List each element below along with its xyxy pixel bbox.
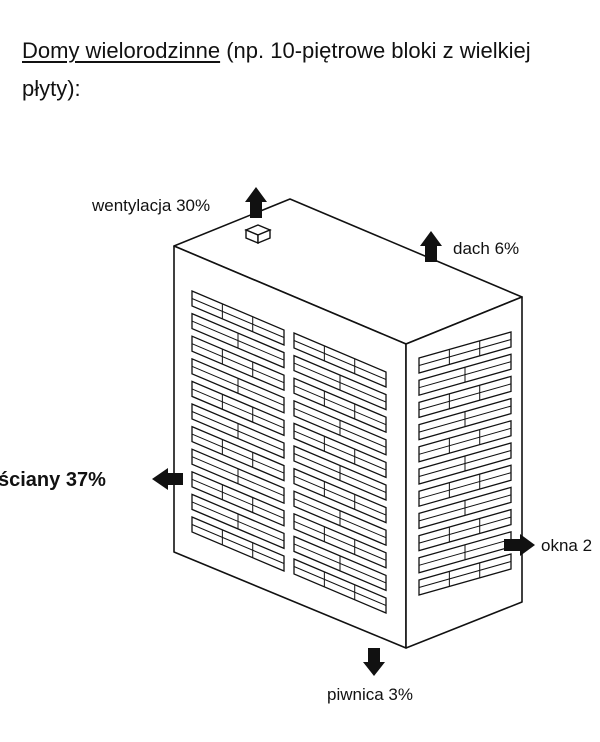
window-rows-front-right: [293, 332, 387, 614]
window-mullion: [191, 524, 285, 564]
window-mullion: [293, 475, 387, 516]
window-mullion: [293, 566, 387, 606]
basement-arrow-icon: [363, 648, 385, 676]
window-mullion: [418, 383, 512, 411]
window-mullion: [293, 340, 387, 380]
heading-underlined: Domy wielorodzinne: [22, 38, 221, 63]
window-rows-front-left: [191, 290, 285, 572]
window-mullion: [191, 478, 285, 519]
ventilation-label: wentylacja 30%: [91, 196, 210, 215]
ventilation-box: [244, 224, 272, 245]
walls-label: ściany 37%: [0, 469, 106, 491]
window-mullion: [293, 430, 387, 471]
windows-label: okna 2: [541, 536, 592, 555]
window-mullion: [191, 343, 285, 384]
window-mullion: [418, 339, 512, 366]
windows-arrow-icon: [504, 534, 535, 556]
ventilation-arrow-icon: [245, 187, 267, 218]
window-mullion: [191, 433, 285, 474]
window-mullion: [418, 516, 512, 544]
window-mullion: [418, 472, 512, 500]
basement-label: piwnica 3%: [327, 685, 413, 704]
window-mullion: [418, 427, 512, 455]
roof-label: dach 6%: [453, 239, 519, 258]
roof-arrow-icon: [420, 231, 442, 262]
window-mullion: [293, 520, 387, 561]
window-mullion: [293, 385, 387, 426]
heading: Domy wielorodzinne (np. 10-piętrowe blok…: [22, 32, 582, 108]
window-mullion: [191, 298, 285, 338]
walls-arrow-icon: [152, 468, 183, 490]
window-mullion: [418, 561, 512, 588]
window-mullion: [191, 388, 285, 429]
heading-rest: (np. 10-piętrowe bloki z wielkiej płyty)…: [22, 38, 531, 101]
window-rows-side: [418, 331, 512, 596]
